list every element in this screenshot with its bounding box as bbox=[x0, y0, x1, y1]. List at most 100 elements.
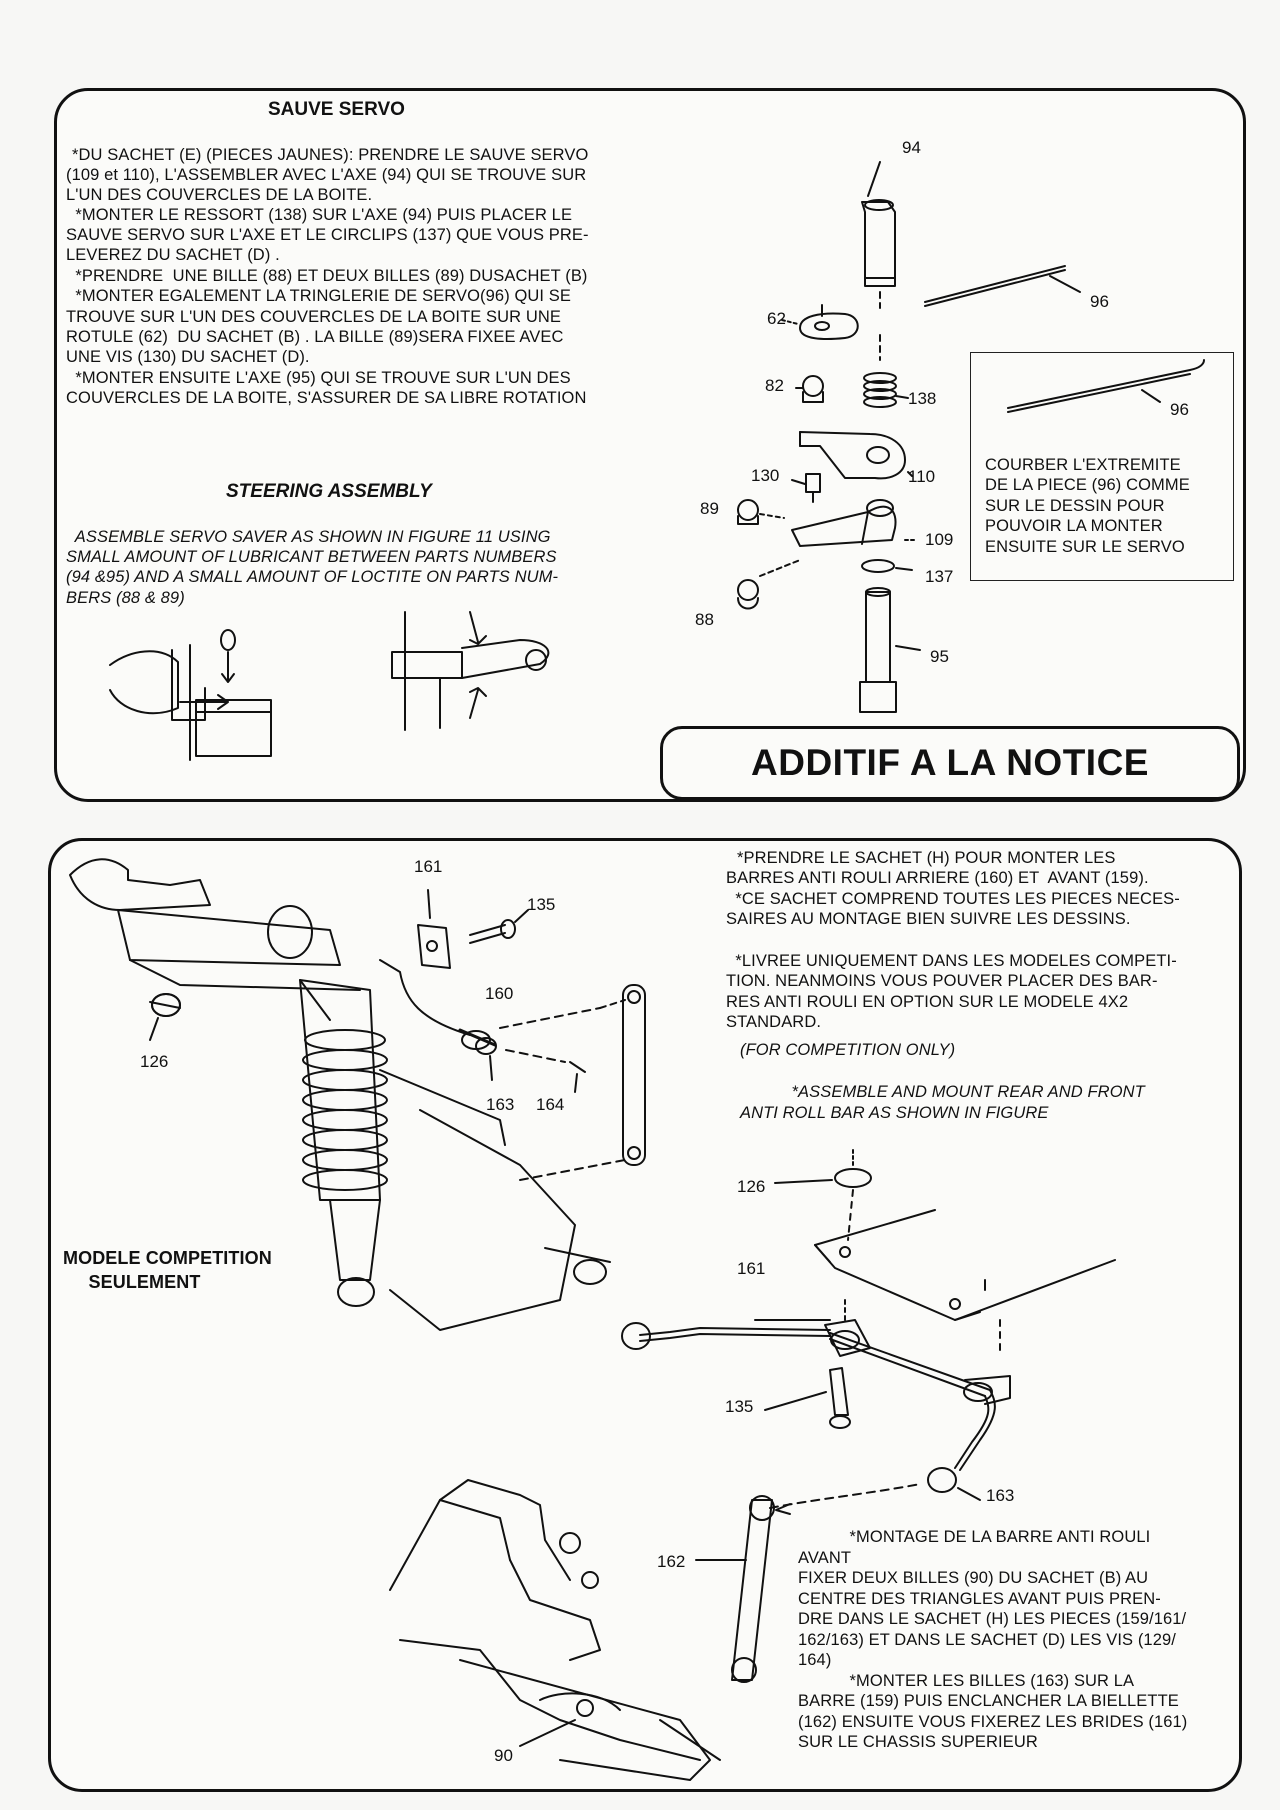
part-label-82: 82 bbox=[765, 376, 784, 395]
clamp-161b-drawing bbox=[824, 1299, 1011, 1405]
avant-line: 162/163) ET DANS LE SACHET (D) LES VIS (… bbox=[798, 1631, 1176, 1649]
axle-95-drawing bbox=[859, 587, 921, 713]
bent-rod-96-drawing bbox=[1007, 359, 1205, 413]
chassis-plate-drawing bbox=[814, 1209, 1116, 1351]
note-line: SUR LE DESSIN POUR bbox=[985, 497, 1165, 515]
ball-163b-drawing bbox=[769, 1467, 981, 1515]
sauve-servo-heading: SAUVE SERVO bbox=[268, 99, 405, 120]
modele-line: MODELE COMPETITION bbox=[63, 1248, 272, 1268]
fr-line: *MONTER LE RESSORT (138) SUR L'AXE (94) … bbox=[66, 206, 573, 224]
avant-line: FIXER DEUX BILLES (90) DU SACHET (B) AU bbox=[798, 1569, 1149, 1587]
screw-130-drawing bbox=[791, 473, 821, 503]
ball-link-62-drawing bbox=[781, 304, 859, 340]
part-label-95: 95 bbox=[930, 647, 949, 666]
part-label-135: 135 bbox=[527, 895, 556, 914]
avant-line: BARRE (159) PUIS ENCLANCHER LA BIELLETTE bbox=[798, 1692, 1179, 1710]
intro-line: BARRES ANTI ROULI ARRIERE (160) ET AVANT… bbox=[726, 869, 1149, 887]
screw-135b-drawing bbox=[764, 1367, 851, 1429]
part-label-90: 90 bbox=[494, 1746, 513, 1765]
part-label-163-front: 163 bbox=[986, 1486, 1015, 1505]
servo-rod-96-drawing bbox=[924, 265, 1081, 307]
nut-126-drawing bbox=[149, 993, 181, 1041]
bend-rod-note-box bbox=[970, 352, 1234, 581]
part-label-109: 109 bbox=[925, 530, 954, 549]
link-162-drawing bbox=[695, 1495, 775, 1683]
spring-138-drawing bbox=[863, 334, 909, 408]
pin-164-drawing bbox=[569, 1061, 586, 1093]
fr-line: (109 et 110), L'ASSEMBLER AVEC L'AXE (94… bbox=[66, 166, 587, 184]
saver-109-drawing bbox=[791, 499, 916, 547]
fr-line: *DU SACHET (E) (PIECES JAUNES): PRENDRE … bbox=[72, 146, 589, 164]
assemble-line: *ASSEMBLE AND MOUNT REAR AND FRONT bbox=[740, 1083, 1145, 1101]
intro-line: *CE SACHET COMPREND TOUTES LES PIECES NE… bbox=[726, 890, 1180, 908]
livree-line: RES ANTI ROULI EN OPTION SUR LE MODELE 4… bbox=[726, 993, 1129, 1011]
axle-94-drawing bbox=[861, 161, 896, 309]
livree-line: *LIVREE UNIQUEMENT DANS LES MODELES COMP… bbox=[726, 952, 1177, 970]
part-label-110: 110 bbox=[908, 467, 936, 486]
fr-line: ROTULE (62) DU SACHET (B) . LA BILLE (89… bbox=[66, 328, 564, 346]
rod-end-163-drawing bbox=[489, 1007, 601, 1081]
part-label-126-front: 126 bbox=[737, 1177, 766, 1196]
additif-banner: ADDITIF A LA NOTICE bbox=[660, 726, 1240, 800]
circlip-137-drawing bbox=[861, 559, 913, 573]
note-line: POUVOIR LA MONTER bbox=[985, 517, 1163, 535]
ball-89-drawing bbox=[737, 499, 785, 525]
avant-line: *MONTAGE DE LA BARRE ANTI ROULI bbox=[798, 1528, 1151, 1546]
fr-line: L'UN DES COUVERCLES DE LA BOITE. bbox=[66, 186, 373, 204]
part-label-130: 130 bbox=[751, 466, 780, 485]
livree-line: STANDARD. bbox=[726, 1013, 822, 1031]
part-label-161-front: 161 bbox=[737, 1259, 766, 1278]
part-label-162: 162 bbox=[657, 1552, 686, 1571]
en-line: SMALL AMOUNT OF LUBRICANT BETWEEN PARTS … bbox=[66, 548, 557, 566]
top-panel bbox=[54, 88, 1246, 802]
part-label-137: 137 bbox=[925, 567, 954, 586]
en-line: BERS (88 & 89) bbox=[66, 589, 185, 607]
clamp-161-drawing bbox=[417, 889, 451, 969]
fr-line: TROUVE SUR L'UN DES COUVERCLES DE LA BOI… bbox=[66, 308, 562, 326]
part-label-163: 163 bbox=[486, 1095, 515, 1114]
en-line: (94 &95) AND A SMALL AMOUNT OF LOCTITE O… bbox=[66, 568, 559, 586]
avant-line: SUR LE CHASSIS SUPERIEUR bbox=[798, 1733, 1038, 1751]
livree-line: TION. NEANMOINS VOUS POUVER PLACER DES B… bbox=[726, 972, 1158, 990]
steering-assembly-heading: STEERING ASSEMBLY bbox=[226, 481, 432, 502]
intro-line: *PRENDRE LE SACHET (H) POUR MONTER LES bbox=[737, 849, 1116, 867]
fr-line: *PRENDRE UNE BILLE (88) ET DEUX BILLES (… bbox=[66, 267, 588, 285]
fr-line: *MONTER ENSUITE L'AXE (95) QUI SE TROUVE… bbox=[66, 369, 571, 387]
part-label-62: 62 bbox=[767, 309, 786, 328]
avant-line: 164) bbox=[798, 1651, 832, 1669]
front-antiroll-bar-159 bbox=[621, 1319, 996, 1471]
avant-line: AVANT bbox=[798, 1549, 852, 1567]
part-label-138: 138 bbox=[908, 389, 937, 408]
assemble-line: ANTI ROLL BAR AS SHOWN IN FIGURE bbox=[740, 1104, 1049, 1122]
fr-line: *MONTER EGALEMENT LA TRINGLERIE DE SERVO… bbox=[66, 287, 572, 305]
screw-135-drawing bbox=[469, 909, 529, 944]
part-label-135-front: 135 bbox=[725, 1397, 754, 1416]
part-label-96: 96 bbox=[1090, 292, 1109, 311]
avant-line: DRE DANS LE SACHET (H) LES PIECES (159/1… bbox=[798, 1610, 1187, 1628]
part-label-160: 160 bbox=[485, 984, 514, 1003]
note-line: COURBER L'EXTREMITE bbox=[985, 456, 1181, 474]
part-label-89: 89 bbox=[700, 499, 719, 518]
lubricant-figure bbox=[109, 629, 272, 761]
modele-line: SEULEMENT bbox=[63, 1272, 201, 1292]
en-line: ASSEMBLE SERVO SAVER AS SHOWN IN FIGURE … bbox=[66, 528, 551, 546]
avant-line: (162) ENSUITE VOUS FIXEREZ LES BRIDES (1… bbox=[798, 1713, 1188, 1731]
rear-link-rod bbox=[519, 984, 646, 1181]
front-suspension-drawing bbox=[389, 1479, 721, 1781]
rear-antiroll-bar-160 bbox=[379, 959, 497, 1055]
part-label-164: 164 bbox=[536, 1095, 565, 1114]
part-label-161: 161 bbox=[414, 857, 443, 876]
intro-line: SAIRES AU MONTAGE BIEN SUIVRE LES DESSIN… bbox=[726, 910, 1131, 928]
part-label-88: 88 bbox=[695, 610, 714, 629]
rear-suspension-drawing bbox=[69, 858, 611, 1331]
fr-line: UNE VIS (130) DU SACHET (D). bbox=[66, 348, 310, 366]
fr-line: COUVERCLES DE LA BOITE, S'ASSURER DE SA … bbox=[66, 389, 587, 407]
ball-82-drawing bbox=[795, 375, 824, 403]
fr-line: LEVEREZ DU SACHET (D) . bbox=[66, 246, 280, 264]
saver-arm-110-drawing bbox=[799, 431, 913, 480]
part-label-126: 126 bbox=[140, 1052, 169, 1071]
competition-only-note: (FOR COMPETITION ONLY) bbox=[740, 1041, 956, 1059]
fr-line: SAUVE SERVO SUR L'AXE ET LE CIRCLIPS (13… bbox=[66, 226, 589, 244]
ball-88-drawing bbox=[737, 559, 801, 610]
part-label-96-bent: 96 bbox=[1170, 400, 1189, 419]
